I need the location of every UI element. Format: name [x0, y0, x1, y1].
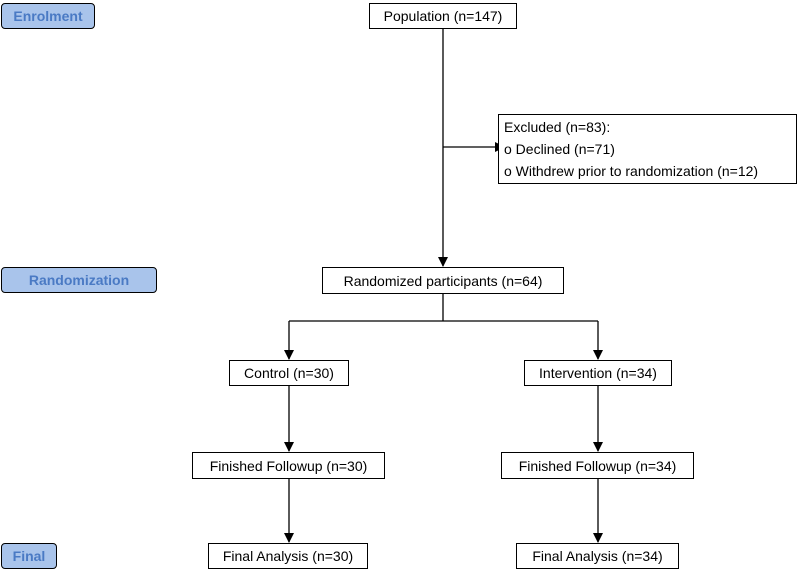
excluded-box: Excluded (n=83): o Declined (n=71) o Wit… — [498, 114, 797, 184]
followup-control-box: Finished Followup (n=30) — [192, 452, 385, 479]
excluded-item-declined: o Declined (n=71) — [504, 141, 615, 157]
excluded-title: Excluded (n=83): — [504, 119, 611, 135]
final-control-box: Final Analysis (n=30) — [208, 543, 368, 569]
randomized-box: Randomized participants (n=64) — [322, 267, 564, 294]
stage-label-enrolment: Enrolment — [1, 3, 95, 29]
control-box: Control (n=30) — [229, 360, 349, 386]
stage-label-final: Final — [1, 543, 57, 569]
population-box: Population (n=147) — [369, 3, 517, 29]
final-intervention-box: Final Analysis (n=34) — [516, 543, 679, 569]
intervention-box: Intervention (n=34) — [524, 360, 672, 386]
stage-label-randomization: Randomization — [1, 267, 157, 293]
followup-intervention-box: Finished Followup (n=34) — [501, 452, 694, 479]
excluded-item-withdrew: o Withdrew prior to randomization (n=12) — [504, 163, 759, 179]
